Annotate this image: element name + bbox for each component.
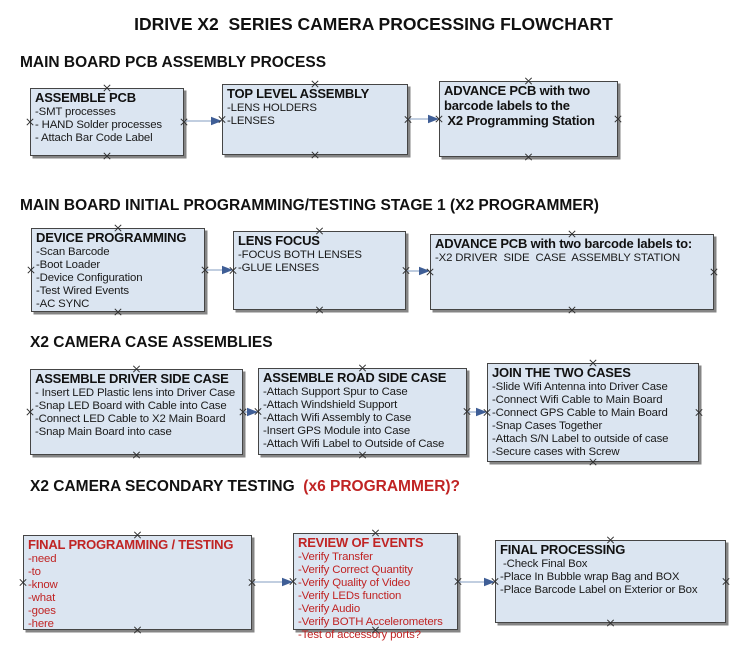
box-item: -FOCUS BOTH LENSES xyxy=(238,248,362,261)
box-item: -here xyxy=(28,617,54,630)
box-item: -Snap Cases Together xyxy=(492,419,603,432)
box-item: - Attach Bar Code Label xyxy=(35,131,153,144)
flow-box-final-programming-testing: FINAL PROGRAMMING / TESTING-need-to-know… xyxy=(23,535,252,630)
flow-box-advance-pcb-with-two-barcode-labels-to: ADVANCE PCB with two barcode labels to:-… xyxy=(430,234,714,310)
box-title: ASSEMBLE DRIVER SIDE CASE xyxy=(35,371,229,386)
box-item: -LENS HOLDERS xyxy=(227,101,317,114)
box-item: -Verify BOTH Accelerometers xyxy=(298,615,443,628)
box-item: -Secure cases with Screw xyxy=(492,445,620,458)
box-item: -X2 DRIVER SIDE CASE ASSEMBLY STATION xyxy=(435,251,681,264)
section-heading-main-board-pcb-assembly-process: MAIN BOARD PCB ASSEMBLY PROCESS xyxy=(20,54,326,72)
box-item: -AC SYNC xyxy=(36,297,90,310)
box-item: -GLUE LENSES xyxy=(238,261,320,274)
section-heading-x2-camera-case-assemblies: X2 CAMERA CASE ASSEMBLIES xyxy=(30,334,273,352)
box-item: -Attach Wifi Assembly to Case xyxy=(263,411,412,424)
flow-box-device-programming: DEVICE PROGRAMMING-Scan Barcode-Boot Loa… xyxy=(31,228,205,312)
section-heading-text: MAIN BOARD INITIAL PROGRAMMING/TESTING S… xyxy=(20,197,599,214)
section-heading-text: MAIN BOARD PCB ASSEMBLY PROCESS xyxy=(20,54,327,71)
box-item: -Place In Bubble wrap Bag and BOX xyxy=(500,570,680,583)
flow-box-assemble-road-side-case: ASSEMBLE ROAD SIDE CASE-Attach Support S… xyxy=(258,368,467,455)
box-title: JOIN THE TWO CASES xyxy=(492,365,631,380)
box-item: -Insert GPS Module into Case xyxy=(263,424,411,437)
box-title: LENS FOCUS xyxy=(238,233,320,248)
box-item: -goes xyxy=(28,604,56,617)
box-title: FINAL PROGRAMMING / TESTING xyxy=(28,537,234,552)
box-item: -Check Final Box xyxy=(500,557,588,570)
box-item: -Connect LED Cable to X2 Main Board xyxy=(35,412,226,425)
flow-box-assemble-pcb: ASSEMBLE PCB-SMT processes- HAND Solder … xyxy=(30,88,184,156)
section-heading-text: X2 CAMERA CASE ASSEMBLIES xyxy=(30,334,273,351)
section-heading-main-board-initial-programming-testing-s: MAIN BOARD INITIAL PROGRAMMING/TESTING S… xyxy=(20,197,599,215)
box-item: -Test Wired Events xyxy=(36,284,129,297)
box-item: -Verify Quality of Video xyxy=(298,576,411,589)
box-item: -Slide Wifi Antenna into Driver Case xyxy=(492,380,668,393)
box-item: -know xyxy=(28,578,58,591)
box-title: FINAL PROCESSING xyxy=(500,542,626,557)
flow-arrow-head-icon xyxy=(222,265,233,275)
flow-box-assemble-driver-side-case: ASSEMBLE DRIVER SIDE CASE- Insert LED Pl… xyxy=(30,369,243,455)
box-title: DEVICE PROGRAMMING xyxy=(36,230,187,245)
box-item: -Verify Audio xyxy=(298,602,360,615)
box-title: ADVANCE PCB with two barcode labels to t… xyxy=(444,83,595,128)
box-item: -Attach Wifi Label to Outside of Case xyxy=(263,437,445,450)
box-item: -SMT processes xyxy=(35,105,116,118)
box-item: -Connect GPS Cable to Main Board xyxy=(492,406,668,419)
section-heading-text: X2 CAMERA SECONDARY TESTING xyxy=(30,478,304,495)
flow-arrow-head-icon xyxy=(419,266,430,276)
flow-arrow-head-icon xyxy=(211,116,222,126)
page-title: IDRIVE X2 SERIES CAMERA PROCESSING FLOWC… xyxy=(134,14,613,34)
section-heading-red-text: (x6 PROGRAMMER)? xyxy=(303,478,461,495)
box-item: -Scan Barcode xyxy=(36,245,110,258)
box-item: -need xyxy=(28,552,57,565)
box-item: - HAND Solder processes xyxy=(35,118,162,131)
box-item: - Insert LED Plastic lens into Driver Ca… xyxy=(35,386,236,399)
flow-box-advance-pcb-with-two-barcode-labels-to-t: ADVANCE PCB with two barcode labels to t… xyxy=(439,81,618,157)
flow-box-lens-focus: LENS FOCUS-FOCUS BOTH LENSES-GLUE LENSES xyxy=(233,231,406,310)
box-item: -Boot Loader xyxy=(36,258,101,271)
box-item: -Attach Windshield Support xyxy=(263,398,398,411)
box-title: ADVANCE PCB with two barcode labels to: xyxy=(435,236,693,251)
section-heading-x2-camera-secondary-testing: X2 CAMERA SECONDARY TESTING (x6 PROGRAMM… xyxy=(30,478,460,496)
flow-arrow-head-icon xyxy=(484,577,495,587)
flow-box-join-the-two-cases: JOIN THE TWO CASES-Slide Wifi Antenna in… xyxy=(487,363,699,462)
box-title: TOP LEVEL ASSEMBLY xyxy=(227,86,370,101)
flow-arrow-head-icon xyxy=(476,407,487,417)
box-item: -Place Barcode Label on Exterior or Box xyxy=(500,583,698,596)
flow-arrow-head-icon xyxy=(428,114,439,124)
box-item: -Snap Main Board into case xyxy=(35,425,172,438)
flow-box-final-processing: FINAL PROCESSING -Check Final Box-Place … xyxy=(495,540,726,623)
box-item: -Verify Transfer xyxy=(298,550,373,563)
box-item: -Attach S/N Label to outside of case xyxy=(492,432,669,445)
flow-arrow-head-icon xyxy=(247,407,258,417)
box-title: ASSEMBLE ROAD SIDE CASE xyxy=(263,370,447,385)
box-item: -Attach Support Spur to Case xyxy=(263,385,408,398)
box-item: -Verify Correct Quantity xyxy=(298,563,413,576)
flow-box-review-of-events: REVIEW OF EVENTS-Verify Transfer-Verify … xyxy=(293,533,458,641)
box-title: REVIEW OF EVENTS xyxy=(298,535,424,550)
box-item: -Snap LED Board with Cable into Case xyxy=(35,399,227,412)
box-item: -to xyxy=(28,565,41,578)
box-title: ASSEMBLE PCB xyxy=(35,90,136,105)
box-item: -Connect Wifi Cable to Main Board xyxy=(492,393,663,406)
flow-box-top-level-assembly: TOP LEVEL ASSEMBLY-LENS HOLDERS-LENSES xyxy=(222,84,408,155)
box-item: -Verify LEDs function xyxy=(298,589,402,602)
box-item: -what xyxy=(28,591,56,604)
box-item: -Device Configuration xyxy=(36,271,143,284)
box-item: -LENSES xyxy=(227,114,275,127)
box-item: -Test of accessory ports? xyxy=(298,628,421,641)
flow-arrow-head-icon xyxy=(282,577,293,587)
